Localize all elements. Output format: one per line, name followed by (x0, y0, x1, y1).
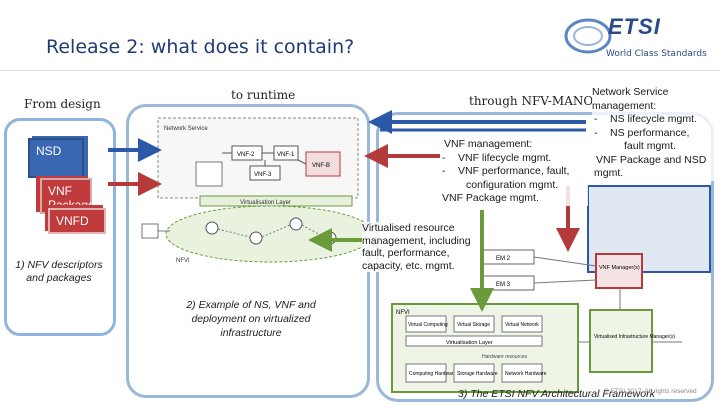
virtualisation-layer-label: Virtualisation Layer (240, 200, 291, 206)
to-runtime-label: to runtime (231, 88, 296, 102)
nsd-card: NSD (28, 138, 84, 178)
ns-item-2: NS performance, (592, 127, 718, 141)
through-mano-label: through NFV-MANO (469, 94, 594, 108)
vnfm-item-2-cont: configuration mgmt. (466, 178, 559, 191)
em3-label: EM 3 (496, 282, 511, 288)
vim-label: Virtualised Infrastructure Manager(s) (594, 334, 675, 340)
etsi-logo (564, 18, 612, 54)
design-caption: 1) NFV descriptors and packages (15, 259, 103, 284)
endpoint-box (195, 161, 223, 187)
virtual-network-box (501, 315, 543, 333)
network-service-label: Network Service (164, 126, 208, 132)
storage-hardware-box (453, 363, 495, 383)
network-hardware-label: Network Hardware (505, 371, 547, 377)
em2-label: EM 2 (496, 256, 511, 262)
vnfd-card: VNFD (48, 208, 106, 234)
vnf-manager-label: VNF Manager(s) (599, 265, 640, 271)
computing-hardware-label: Computing Hardware (409, 371, 456, 377)
virtual-network-label: Virtual Network (505, 322, 539, 328)
vnf-manager-box (595, 253, 643, 289)
ns-title-line1: Network Service (592, 86, 669, 98)
vnfm-title: VNF management: (444, 138, 533, 150)
end-point-left (141, 223, 159, 239)
vnfm-item-1: VNF lifecycle mgmt. (440, 152, 588, 166)
nfvi-pop-3 (289, 217, 303, 231)
runtime-caption: 2) Example of NS, VNF and deployment on … (186, 299, 316, 339)
ns-package-line1: VNF Package and NSD (596, 153, 707, 166)
logo-wordmark: ETSI (608, 14, 661, 39)
vim-box (589, 309, 653, 373)
vnf3-label: VNF-3 (254, 172, 272, 178)
virtualisation-layer-box-label: Virtualisation Layer (446, 340, 493, 346)
vnf2-label: VNF-2 (237, 152, 255, 158)
copyright-notice: © ETSI 2017. All rights reserved (604, 388, 697, 395)
virtual-computing-box (405, 315, 447, 333)
ns-item-1: NS lifecycle mgmt. (592, 113, 718, 127)
vnfm-package: VNF Package mgmt. (442, 192, 539, 204)
nfvi-label: NFVI (176, 258, 190, 264)
nfvi-pop-2 (249, 231, 263, 245)
vnf-management-annotation: VNF management: VNF lifecycle mgmt. VNF … (440, 138, 588, 206)
vnf1-label: VNF-1 (277, 152, 295, 158)
storage-hardware-label: Storage Hardware (457, 371, 498, 377)
ns-item-2-cont: fault mgmt. (624, 140, 676, 152)
vnfb-box (305, 151, 341, 177)
architecture-caption: 3) The ETSI NFV Architectural Framework (458, 388, 655, 400)
hardware-resources-label: Hardware resources (482, 354, 528, 360)
ns-vnf-deployment-diagram: Network Service VNF-2 VNF-1 VNF-3 VNF-B … (141, 117, 381, 264)
nfvi-box-label: NFVI (396, 310, 410, 316)
vnfb-label: VNF-B (312, 163, 330, 169)
vim-annotation: Virtualised resource management, includi… (362, 222, 480, 272)
logo-tagline: World Class Standards (606, 49, 707, 59)
ns-management-annotation: Network Service management: NS lifecycle… (592, 86, 718, 181)
virtual-storage-label: Virtual Storage (457, 322, 490, 328)
nfvi-pop-1 (205, 221, 219, 235)
nfv-architecture-diagram: VNF Manager(s) EM 2 EM 3 NFVI Virtual Co… (391, 185, 711, 393)
from-design-label: From design (24, 97, 101, 111)
nfvi-pop-4 (323, 231, 337, 245)
slide-title: Release 2: what does it contain? (46, 36, 355, 58)
virtualisation-layer-box (405, 335, 543, 347)
ns-package-line2: mgmt. (594, 167, 624, 179)
network-hardware-box (501, 363, 543, 383)
vnfm-item-2: VNF performance, fault, (440, 165, 588, 179)
vnf-package-line1: VNF (48, 184, 72, 198)
computing-hardware-box (405, 363, 447, 383)
virtual-computing-label: Virtual Computing (408, 322, 448, 328)
ns-title-line2: management: (592, 99, 657, 112)
virtualisation-layer-bar (199, 195, 353, 207)
virtual-storage-box (453, 315, 495, 333)
header-divider (0, 70, 720, 71)
